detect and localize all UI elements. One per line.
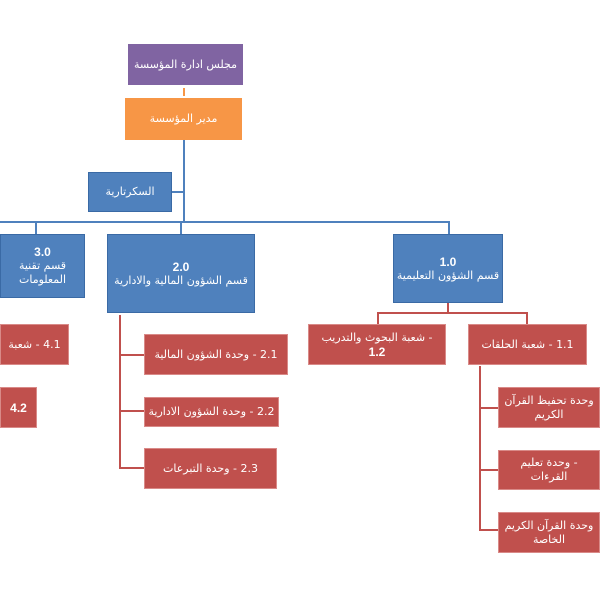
connector-dept3 — [35, 221, 37, 234]
dept3-number: 3.0 — [34, 245, 51, 259]
dept2-label: قسم الشؤون المالية والادارية — [114, 273, 248, 287]
unit-1-1-1-box[interactable]: وحدة تحفيظ القرآن الكريم — [498, 387, 600, 428]
connector-dept1 — [448, 221, 450, 234]
connector-u112 — [479, 469, 498, 471]
connector-u11-trunk — [479, 366, 481, 530]
dept3-box[interactable]: 3.0 قسم تقنية المعلومات — [0, 234, 85, 298]
director-label: مدير المؤسسة — [149, 112, 218, 125]
connector-u23 — [119, 467, 144, 469]
dept1-box[interactable]: 1.0 قسم الشؤون التعليمية — [393, 234, 503, 303]
unit-4-1-box[interactable]: 4.1 - شعبة — [0, 324, 69, 365]
unit-4-2-label: 4.2 — [10, 400, 27, 415]
secretary-box[interactable]: السكرتارية — [88, 172, 172, 212]
connector-u11 — [526, 312, 528, 324]
unit-1-1-2-box[interactable]: - وحدة تعليم القرءات — [498, 450, 600, 490]
director-box[interactable]: مدير المؤسسة — [125, 98, 242, 140]
connector-dept2-trunk — [119, 315, 121, 469]
unit-1-2-number: 1.2 — [368, 344, 386, 359]
dept3-label: قسم تقنية المعلومات — [18, 259, 67, 286]
unit-1-1-3-box[interactable]: وحدة القرآن الكريم الخاصة — [498, 512, 600, 553]
unit-1-2-box[interactable]: - شعبة البحوث والتدريب 1.2 — [308, 324, 446, 365]
dept1-label: قسم الشؤون التعليمية — [396, 268, 500, 282]
connector-dept1-down — [447, 303, 449, 313]
connector-departments — [0, 221, 450, 223]
connector-dept2 — [180, 221, 182, 234]
connector-u113 — [479, 529, 498, 531]
board-label: مجلس ادارة المؤسسة — [133, 57, 238, 71]
unit-4-2-box[interactable]: 4.2 — [0, 387, 37, 428]
connector-director-trunk — [183, 140, 185, 222]
board-box[interactable]: مجلس ادارة المؤسسة — [128, 44, 243, 85]
dept2-box[interactable]: 2.0 قسم الشؤون المالية والادارية — [107, 234, 255, 313]
connector-u111 — [479, 407, 498, 409]
unit-1-1-1-label: وحدة تحفيظ القرآن الكريم — [504, 393, 594, 421]
unit-1-1-box[interactable]: 1.1 - شعبة الحلقات — [468, 324, 587, 365]
unit-4-1-label: 4.1 - شعبة — [8, 337, 61, 351]
unit-1-2-label: - شعبة البحوث والتدريب — [321, 330, 433, 344]
unit-2-2-label: 2.2 - وحدة الشؤون الادارية — [148, 405, 275, 418]
connector-u21 — [119, 354, 144, 356]
connector-secretary — [172, 191, 184, 193]
connector-board-director — [183, 88, 185, 96]
secretary-label: السكرتارية — [105, 185, 155, 198]
unit-2-1-label: 2.1 - وحدة الشؤون المالية — [154, 347, 278, 361]
unit-2-3-box[interactable]: 2.3 - وحدة التبرعات — [144, 448, 277, 489]
unit-1-1-label: 1.1 - شعبة الحلقات — [481, 337, 574, 351]
unit-2-2-box[interactable]: 2.2 - وحدة الشؤون الادارية — [144, 397, 279, 427]
connector-dept1-bar — [377, 312, 528, 314]
unit-1-1-2-label: - وحدة تعليم القرءات — [520, 456, 578, 483]
unit-1-1-3-label: وحدة القرآن الكريم الخاصة — [504, 518, 594, 546]
connector-u22 — [119, 410, 144, 412]
unit-2-3-label: 2.3 - وحدة التبرعات — [163, 461, 258, 475]
connector-u12 — [377, 312, 379, 324]
dept2-number: 2.0 — [172, 259, 190, 274]
dept1-number: 1.0 — [439, 254, 457, 269]
unit-2-1-box[interactable]: 2.1 - وحدة الشؤون المالية — [144, 334, 288, 375]
